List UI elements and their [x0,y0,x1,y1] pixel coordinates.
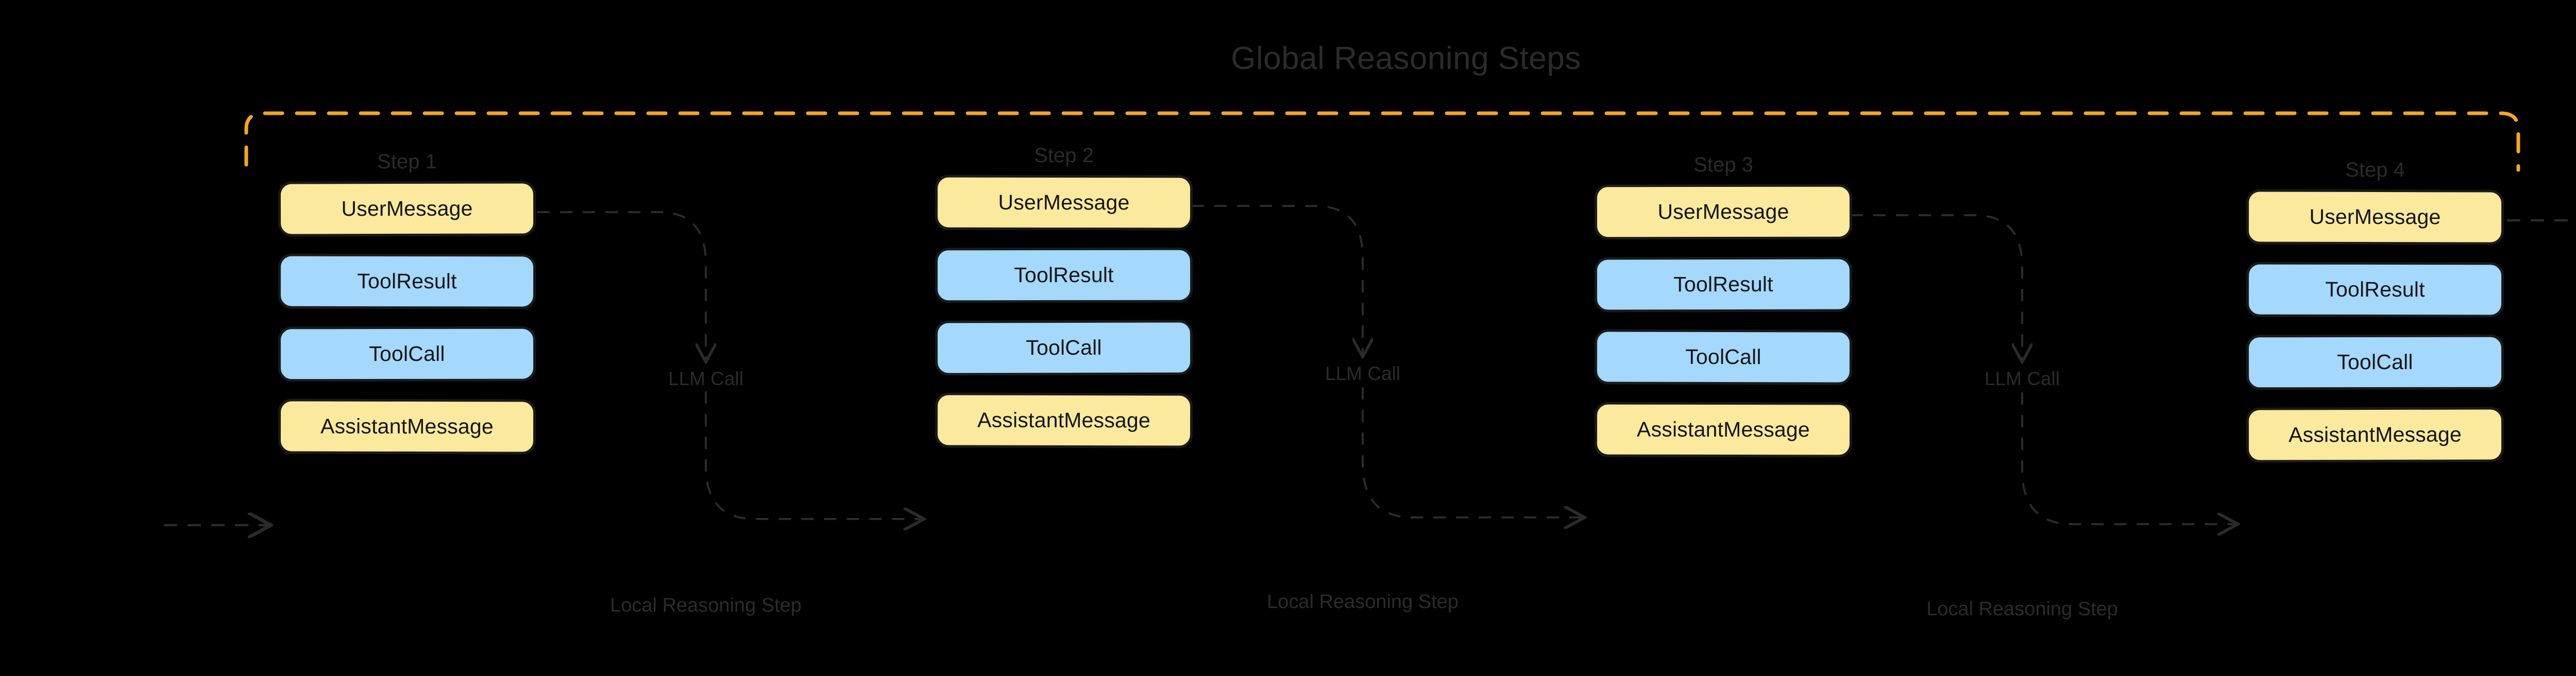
node-label: ToolCall [1026,335,1102,360]
node-label: UserMessage [2309,204,2441,229]
local-reasoning-step-label-3: Local Reasoning Step [1926,598,2118,620]
llm-call-return-1 [705,391,922,519]
node-label: AssistantMessage [1637,417,1810,442]
llm-call-return-3 [2021,392,2236,524]
step-label-1: Step 1 [377,150,437,173]
local-reasoning-step-label-1: Local Reasoning Step [610,595,802,616]
node-label: ToolResult [1673,272,1773,297]
node-tool-result-step-3[interactable]: ToolResult [1594,256,1853,313]
node-label: AssistantMessage [2288,422,2462,447]
node-tool-call-step-2[interactable]: ToolCall [935,320,1193,376]
step-label-3: Step 3 [1693,153,1753,176]
node-user-message-step-4[interactable]: UserMessage [2246,189,2504,245]
llm-call-return-2 [1362,387,1583,517]
llm-call-label-1: LLM Call [668,368,743,389]
node-tool-result-step-2[interactable]: ToolResult [935,247,1193,303]
node-label: UserMessage [998,190,1130,215]
node-user-message-step-1[interactable]: UserMessage [278,181,536,237]
local-reasoning-step-label-2: Local Reasoning Step [1267,591,1459,613]
node-label: ToolCall [369,341,445,366]
node-user-message-step-2[interactable]: UserMessage [935,175,1193,231]
node-label: ToolResult [1014,263,1114,287]
node-user-message-step-3[interactable]: UserMessage [1594,184,1853,240]
node-label: ToolResult [357,269,457,293]
step-label-4: Step 4 [2345,159,2405,181]
node-tool-call-step-3[interactable]: ToolCall [1594,329,1853,385]
node-label: ToolCall [1685,344,1761,369]
node-label: AssistantMessage [320,414,494,439]
node-tool-call-step-1[interactable]: ToolCall [278,326,536,382]
node-assistant-message-step-4[interactable]: AssistantMessage [2246,407,2504,463]
llm-call-arrow-1 [537,211,706,360]
llm-call-label-3: LLM Call [1985,368,2060,389]
node-label: ToolResult [2325,277,2425,302]
node-assistant-message-step-3[interactable]: AssistantMessage [1594,402,1853,458]
node-label: ToolCall [2337,350,2413,374]
step-label-2: Step 2 [1034,144,1094,167]
node-assistant-message-step-2[interactable]: AssistantMessage [935,392,1193,448]
page-title: Global Reasoning Steps [1231,41,1581,76]
node-tool-result-step-4[interactable]: ToolResult [2246,262,2504,318]
node-tool-result-step-1[interactable]: ToolResult [278,253,536,309]
llm-call-arrow-3 [1851,214,2022,360]
llm-call-arrow-2 [1192,205,1363,355]
node-label: UserMessage [341,196,473,221]
node-label: UserMessage [1657,199,1789,224]
node-label: AssistantMessage [977,408,1151,432]
node-assistant-message-step-1[interactable]: AssistantMessage [278,398,536,455]
llm-call-label-2: LLM Call [1325,363,1400,384]
node-tool-call-step-4[interactable]: ToolCall [2246,334,2504,390]
global-reasoning-boundary [244,111,2520,172]
